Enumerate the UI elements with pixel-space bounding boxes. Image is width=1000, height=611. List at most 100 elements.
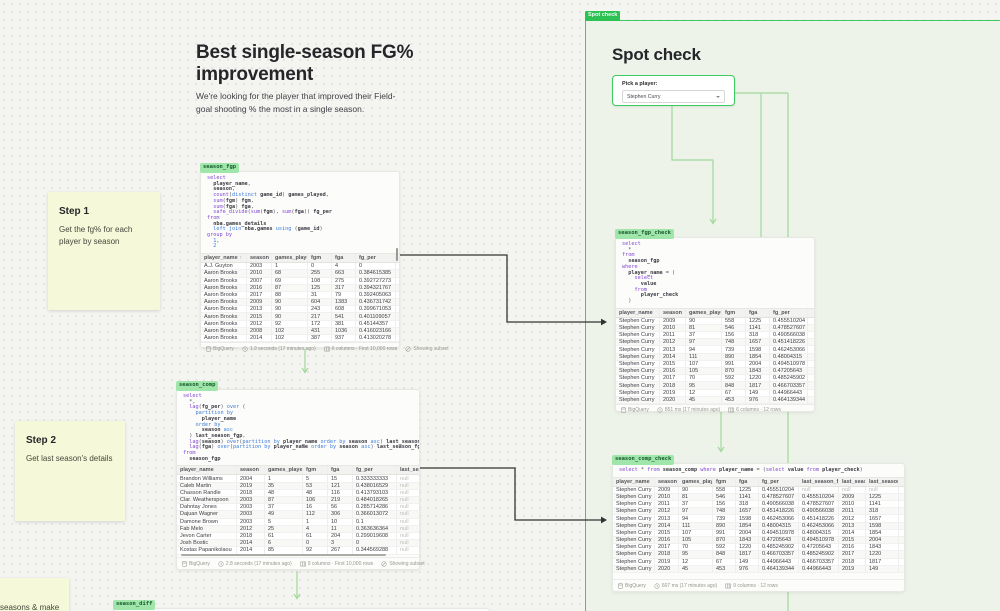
table-cell: 1141 bbox=[866, 501, 899, 508]
sticky-note-step-1[interactable]: Step 1 Get the fg% for each player by se… bbox=[48, 192, 160, 310]
table-cell: 56 bbox=[328, 504, 353, 511]
table-cell: 68 bbox=[272, 270, 308, 277]
table-cell: 90 bbox=[272, 306, 308, 313]
sql-editor[interactable]: select *, lag(fg_per) over ( partition b… bbox=[183, 393, 419, 462]
table-cell: 156 bbox=[713, 501, 736, 508]
table-cell: 1657 bbox=[736, 508, 759, 515]
column-header[interactable]: player_name bbox=[177, 466, 237, 475]
column-header[interactable]: season bbox=[655, 477, 679, 486]
column-header[interactable]: fg_per bbox=[770, 308, 808, 317]
column-header[interactable]: fgm bbox=[713, 477, 736, 486]
table-cell: 381 bbox=[332, 320, 356, 327]
sql-editor[interactable]: select player_name, season, count(distin… bbox=[207, 175, 332, 250]
cell-badge[interactable]: season_fgp_check bbox=[615, 229, 674, 239]
cell-season-comp-check[interactable]: season_comp_check select * from season_c… bbox=[612, 455, 905, 592]
column-header[interactable]: fga bbox=[746, 308, 770, 317]
column-header[interactable]: player_name↑ bbox=[201, 254, 247, 263]
table-cell: 592 bbox=[713, 544, 736, 551]
column-header[interactable]: fgm bbox=[722, 308, 746, 317]
table-cell: 1 bbox=[265, 475, 303, 482]
column-header[interactable]: fga bbox=[736, 477, 759, 486]
table-cell: 105 bbox=[686, 368, 722, 375]
player-select[interactable]: Stephen Curry bbox=[622, 90, 725, 103]
horizontal-scrollbar[interactable] bbox=[181, 553, 386, 556]
cell-badge[interactable]: season_fgp bbox=[200, 163, 240, 173]
column-header[interactable]: last_season_fgp bbox=[397, 466, 419, 474]
column-header[interactable]: last_season_fgp bbox=[799, 477, 839, 486]
column-header[interactable]: games_played bbox=[272, 254, 308, 263]
columns-icon bbox=[728, 408, 734, 413]
table-cell: Stephen Curry bbox=[616, 375, 660, 382]
table-cell: 991 bbox=[713, 529, 736, 536]
column-header[interactable]: games_played bbox=[686, 308, 722, 317]
table-cell: Aaron Brooks bbox=[201, 270, 247, 277]
cell-footer: BigQuery 851 ms (17 minutes ago) 6 colum… bbox=[616, 403, 814, 416]
column-header[interactable]: last_season bbox=[839, 477, 866, 486]
cell-badge[interactable]: season_comp bbox=[176, 381, 219, 391]
subset-indicator[interactable]: Showing subset bbox=[381, 561, 425, 567]
table-cell: 2019 bbox=[660, 389, 686, 396]
table-cell: 0 bbox=[356, 263, 396, 270]
table-cell: 739 bbox=[722, 346, 746, 353]
column-header[interactable]: season bbox=[247, 254, 272, 263]
column-header[interactable]: fga bbox=[328, 466, 353, 475]
table-cell: Stephen Curry bbox=[616, 382, 660, 389]
cell-season-diff[interactable]: season_diff bbox=[113, 600, 490, 611]
table-cell: 0.485245902 bbox=[759, 544, 799, 551]
column-header[interactable]: fg_per bbox=[759, 477, 799, 486]
table-row: Jevon Carter201861612040.299019608nullnu… bbox=[177, 532, 419, 541]
table-cell: 2004 bbox=[866, 537, 899, 544]
cell-season-fgp-check[interactable]: season_fgp_check select *from season_fgp… bbox=[615, 229, 815, 414]
column-header[interactable]: fga bbox=[332, 254, 356, 263]
table-cell: 90 bbox=[272, 313, 308, 320]
cell-badge[interactable]: season_diff bbox=[113, 600, 156, 610]
page-description: We're looking for the player that improv… bbox=[196, 91, 396, 114]
sql-editor[interactable]: select * from season_comp where player_n… bbox=[619, 467, 863, 473]
vertical-scrollbar[interactable] bbox=[395, 248, 398, 261]
column-header[interactable]: player_name bbox=[616, 308, 660, 317]
run-time: 851 ms (17 minutes ago) bbox=[657, 407, 720, 413]
column-header[interactable]: fg_per bbox=[353, 466, 397, 475]
table-cell: 2008 bbox=[247, 327, 272, 334]
cell-season-fgp[interactable]: season_fgp select player_name, season, c… bbox=[200, 163, 449, 352]
table-cell: 2013 bbox=[655, 515, 679, 522]
sort-asc-icon: ↑ bbox=[684, 310, 685, 316]
table-cell: 243 bbox=[308, 306, 332, 313]
spot-check-frame-tab[interactable]: Spot check bbox=[585, 11, 621, 21]
table-cell: 15 bbox=[328, 475, 353, 482]
column-header[interactable]: player_name bbox=[613, 477, 655, 486]
column-header[interactable]: games_played bbox=[679, 477, 713, 486]
column-header[interactable]: season↑ bbox=[660, 308, 686, 317]
table-cell: 1220 bbox=[736, 544, 759, 551]
table-cell: 2004 bbox=[237, 475, 265, 482]
column-header[interactable]: fg_per bbox=[356, 254, 396, 263]
cell-season-comp[interactable]: season_comp select *, lag(fg_per) over (… bbox=[176, 381, 425, 570]
page-title: Best single-season FG% improvement bbox=[196, 42, 414, 85]
sticky-note-step-3-clipped[interactable]: seasons & make bbox=[0, 578, 69, 611]
column-header[interactable]: season bbox=[237, 466, 265, 475]
table-cell: 1817 bbox=[736, 551, 759, 558]
table-cell: Aaron Brooks bbox=[201, 313, 247, 320]
table-cell: 2020 bbox=[660, 396, 686, 403]
table-cell: 107 bbox=[686, 360, 722, 368]
column-header[interactable]: games_played bbox=[265, 466, 303, 475]
subset-indicator[interactable]: Showing subset bbox=[405, 346, 449, 352]
column-header[interactable]: fgm bbox=[303, 466, 328, 475]
table-cell: 2003 bbox=[247, 263, 272, 270]
table-cell: Aaron Brooks bbox=[201, 327, 247, 334]
table-cell: Stephen Curry bbox=[613, 565, 655, 572]
table-cell: 111 bbox=[679, 522, 713, 529]
table-cell: 45 bbox=[686, 396, 722, 403]
table-cell: 318 bbox=[746, 332, 770, 339]
cell-badge[interactable]: season_comp_check bbox=[612, 455, 675, 465]
spot-check-heading: Spot check bbox=[612, 45, 701, 64]
table-cell: null bbox=[799, 486, 839, 493]
sticky-note-step-2[interactable]: Step 2 Get last season's details bbox=[15, 421, 125, 521]
column-header[interactable]: last_season_fga bbox=[866, 477, 899, 486]
column-header[interactable]: fgm bbox=[308, 254, 332, 263]
